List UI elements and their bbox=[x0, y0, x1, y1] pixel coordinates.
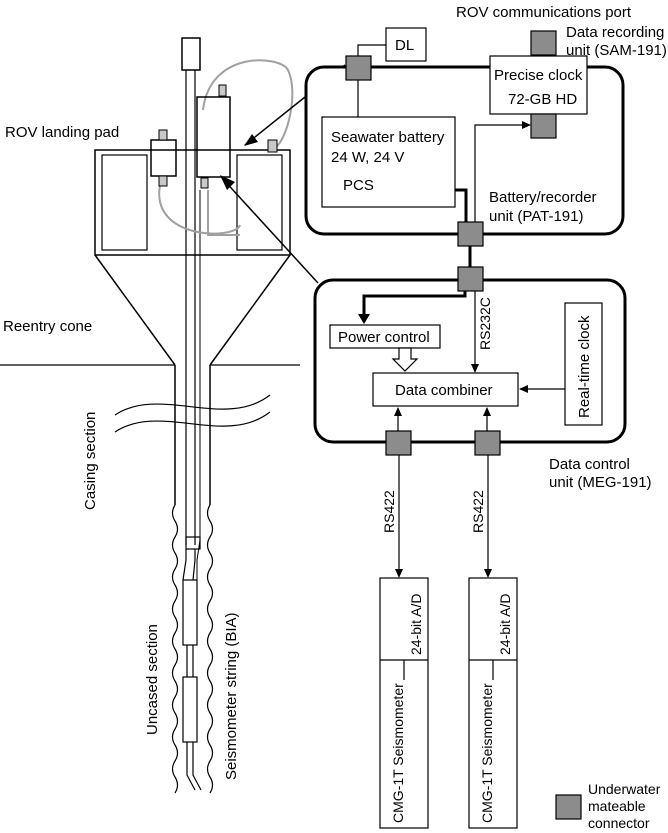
uncased-section-label: Uncased section bbox=[144, 624, 161, 735]
battery-recorder-label-2: unit (PAT-191) bbox=[489, 208, 583, 225]
battery-recorder-label-1: Battery/recorder bbox=[489, 189, 597, 206]
uncased-wall-left bbox=[171, 504, 179, 794]
real-time-clock-label: Real-time clock bbox=[576, 315, 593, 418]
string-cable bbox=[196, 190, 201, 580]
bia-sensor-upper bbox=[182, 579, 198, 646]
reentry-cone-label: Reentry cone bbox=[3, 318, 92, 335]
power-control-box bbox=[329, 324, 441, 349]
pipe-module-right bbox=[196, 96, 231, 178]
data-combiner-box bbox=[372, 372, 519, 407]
legend: Underwater mateable connector bbox=[555, 781, 661, 831]
seismometer-string-label: Seismometer string (BIA) bbox=[223, 612, 240, 780]
precise-clock-label: Precise clock bbox=[494, 67, 583, 84]
data-control-label-1: Data control bbox=[549, 456, 630, 473]
precise-clock-box bbox=[489, 55, 588, 115]
connector-meg-left bbox=[385, 430, 412, 456]
connector-pat-clock bbox=[530, 113, 557, 139]
power-arrow bbox=[391, 347, 419, 372]
legend-label-2: mateable bbox=[588, 798, 646, 814]
connector-pat-dl bbox=[345, 55, 372, 81]
legend-label-3: connector bbox=[588, 815, 650, 831]
data-control-label-2: unit (MEG-191) bbox=[549, 474, 652, 491]
connector-rov-port bbox=[530, 30, 557, 56]
bia-hanger bbox=[185, 536, 201, 550]
borehole-structure bbox=[0, 37, 346, 794]
data-combiner-label: Data combiner bbox=[395, 382, 493, 399]
rov-landing-pad-label: ROV landing pad bbox=[5, 124, 119, 141]
landing-pad-panel-left bbox=[101, 154, 148, 251]
pipe-module-left bbox=[150, 139, 177, 177]
ad-left-label: 24-bit A/D bbox=[408, 594, 424, 655]
pcs-label: PCS bbox=[343, 177, 374, 194]
legend-label-1: Underwater bbox=[588, 781, 661, 797]
dl-box bbox=[385, 27, 427, 62]
seawater-battery-box bbox=[321, 116, 456, 208]
ad-right-label: 24-bit A/D bbox=[497, 594, 513, 655]
gray-cable-top bbox=[202, 59, 294, 151]
dl-label: DL bbox=[395, 37, 414, 54]
rs232c-label: RS232C bbox=[477, 297, 493, 350]
battery-recorder-unit: Seawater battery 24 W, 24 V PCS Precise … bbox=[304, 27, 625, 247]
break-mark-lower bbox=[114, 411, 271, 433]
hd-label: 72-GB HD bbox=[508, 91, 577, 108]
gray-cable-mid bbox=[207, 190, 240, 236]
data-recording-label-2: unit (SAM-191) bbox=[566, 42, 667, 59]
break-mark-upper bbox=[114, 394, 271, 416]
gray-cable-lower bbox=[158, 184, 241, 235]
seawater-battery-label: Seawater battery bbox=[331, 129, 445, 146]
legend-connector-icon bbox=[555, 794, 582, 820]
seawater-battery-spec: 24 W, 24 V bbox=[331, 149, 404, 166]
uncased-wall-right bbox=[206, 504, 214, 794]
casing-section-label: Casing section bbox=[82, 412, 99, 510]
connector-meg-in bbox=[457, 266, 484, 292]
reentry-cone-outline bbox=[94, 254, 291, 366]
real-time-clock-box bbox=[564, 302, 603, 426]
bia-sensor-lower bbox=[182, 676, 198, 743]
data-control-unit: Power control Data combiner Real-time cl… bbox=[313, 266, 627, 456]
seismometer-right-label: CMG-1T Seismometer bbox=[479, 683, 495, 823]
pipe-top-cap bbox=[181, 37, 201, 71]
seismometer-left: 24-bit A/D CMG-1T Seismometer bbox=[379, 577, 429, 829]
power-control-label: Power control bbox=[338, 329, 430, 346]
seismometer-left-label: CMG-1T Seismometer bbox=[390, 683, 406, 823]
rov-port-label: ROV communications port bbox=[456, 4, 632, 21]
seismometer-right: 24-bit A/D CMG-1T Seismometer bbox=[468, 577, 518, 829]
connector-pat-out bbox=[457, 221, 484, 247]
rs422-right-label: RS422 bbox=[470, 490, 486, 533]
arrow-meg-to-module bbox=[221, 177, 319, 284]
rov-landing-pad-frame bbox=[94, 149, 291, 256]
rs422-left-label: RS422 bbox=[381, 490, 397, 533]
data-recording-label-1: Data recording bbox=[566, 24, 664, 41]
connector-meg-right bbox=[474, 430, 501, 456]
landing-pad-panel-right bbox=[236, 154, 283, 251]
